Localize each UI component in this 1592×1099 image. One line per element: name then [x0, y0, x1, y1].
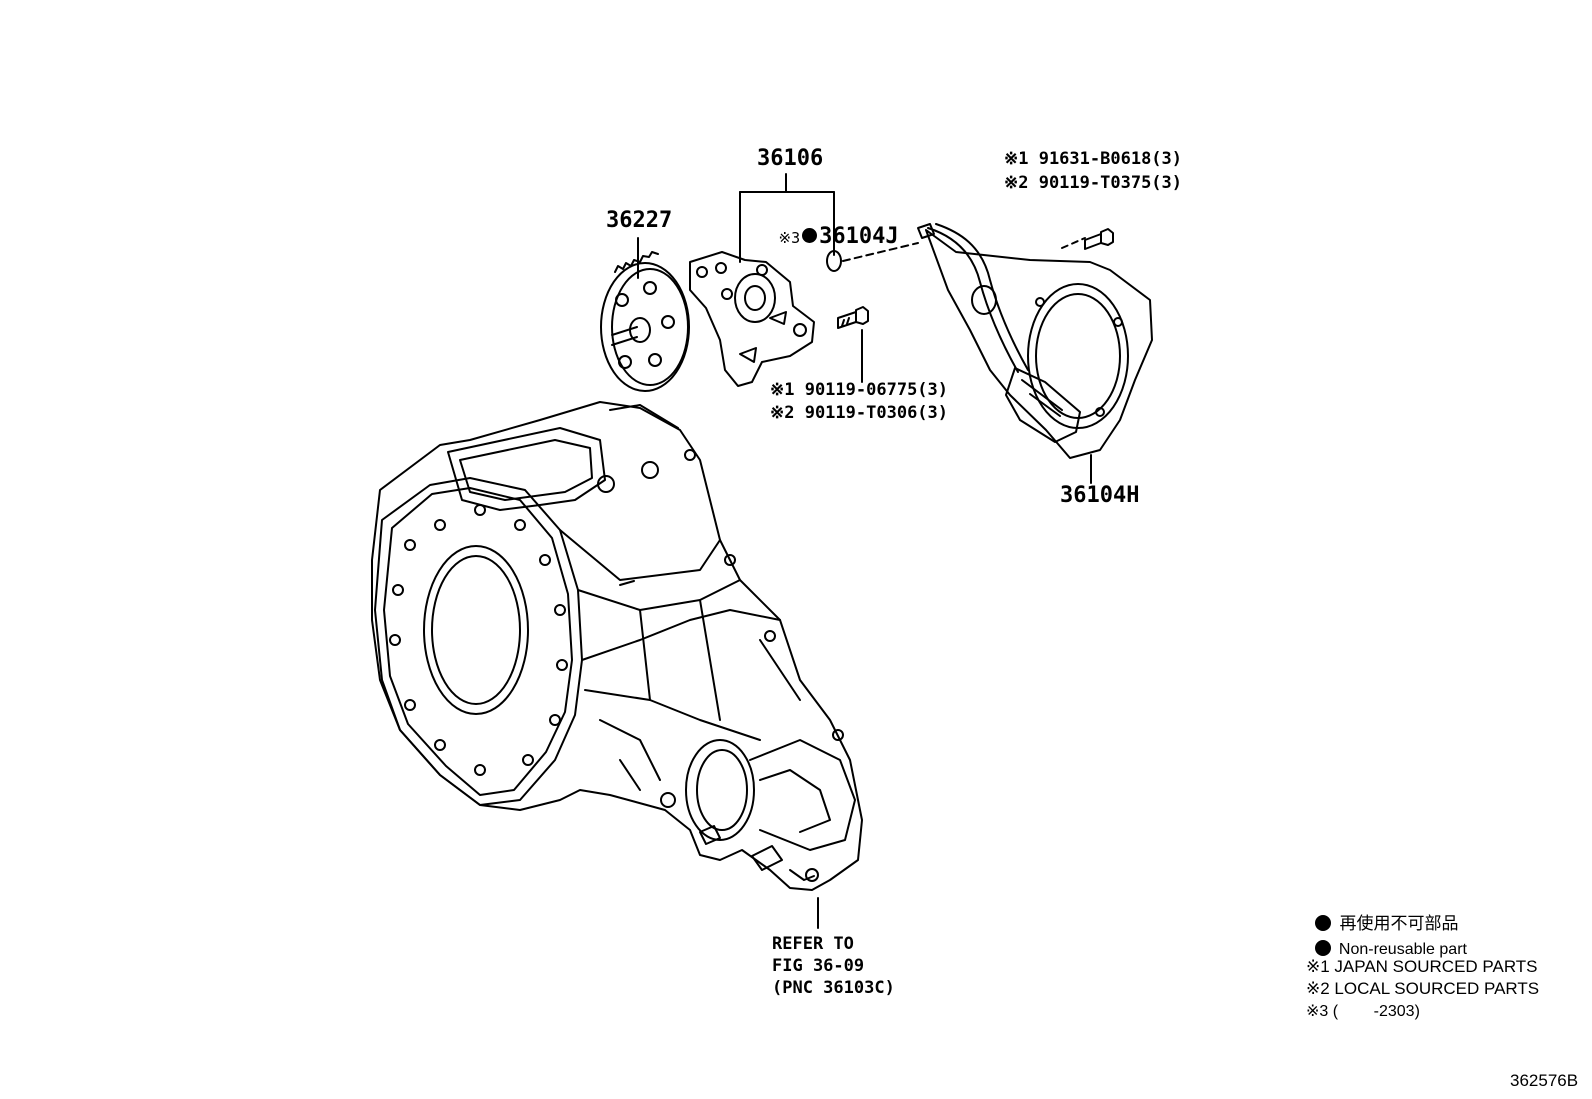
label-refer-pnc: (PNC 36103C) — [772, 978, 895, 998]
o-ring-36104J — [826, 250, 842, 272]
label-36104J-note: ※3 — [778, 229, 801, 247]
legend-en-text: Non-reusable part — [1338, 941, 1467, 958]
legend-jp-text: 再使用不可部品 — [1339, 914, 1459, 933]
label-bolt-mid-local: ※2 90119-T0306(3) — [770, 403, 949, 423]
legend-note-3: ※3 ( -2303) — [1306, 1003, 1420, 1020]
bolt-middle — [837, 306, 869, 329]
legend-non-reusable-jp: 再使用不可部品 — [1306, 898, 1458, 932]
gear-36227 — [600, 251, 690, 392]
label-refer-to: REFER TO — [772, 934, 854, 954]
legend-non-reusable-en: Non-reusable part — [1306, 924, 1467, 958]
label-36104H: 36104H — [1060, 483, 1140, 508]
figure-id: 362576B — [1510, 1071, 1579, 1090]
bolt-top — [1084, 228, 1114, 250]
non-reusable-dot-icon — [802, 228, 818, 243]
cover-plate-36104H — [917, 223, 1153, 459]
transfer-case-housing — [371, 401, 863, 891]
non-reusable-dot-icon — [1314, 940, 1331, 956]
label-bolt-top-local: ※2 90119-T0375(3) — [1004, 173, 1183, 193]
label-refer-fig: FIG 36-09 — [772, 956, 865, 976]
label-bolt-top-japan: ※1 91631-B0618(3) — [1004, 149, 1183, 169]
legend-note-2: ※2 LOCAL SOURCED PARTS — [1306, 979, 1540, 998]
label-36106: 36106 — [757, 146, 824, 171]
label-36104J-text: 36104J — [819, 224, 899, 249]
leader-lines — [637, 173, 1092, 929]
label-bolt-mid-japan: ※1 90119-06775(3) — [770, 380, 949, 400]
label-36104J: ※3 36104J — [752, 204, 899, 248]
legend-note-1: ※1 JAPAN SOURCED PARTS — [1306, 957, 1538, 976]
label-36227: 36227 — [606, 208, 673, 233]
pump-cover-36106 — [689, 251, 815, 387]
non-reusable-dot-icon — [1315, 915, 1332, 931]
